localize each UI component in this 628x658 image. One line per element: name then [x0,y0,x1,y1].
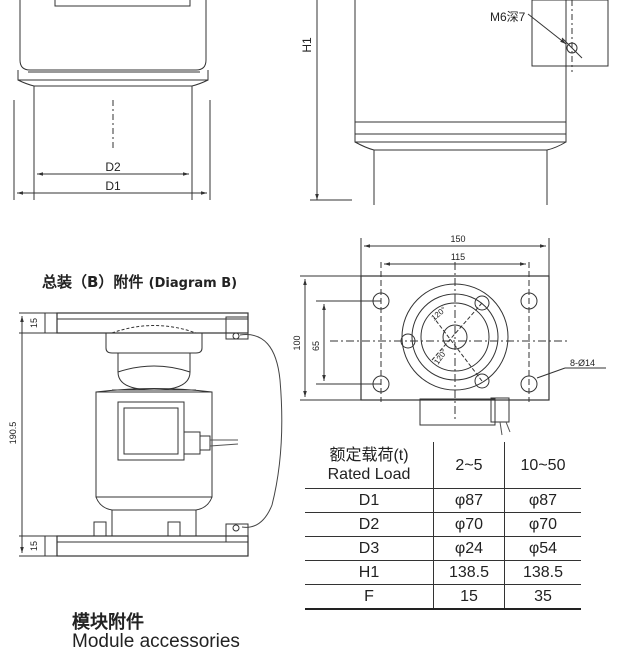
dim-15-bottom: 15 [29,541,39,551]
holes-label: 8-Ø14 [570,358,595,368]
rated-load-table: 额定载荷(t) Rated Load 2~5 10~50 D1 φ87 φ87 … [305,442,581,610]
row-label: D2 [305,512,434,537]
d2-dimension: D2 [37,160,189,176]
table-row: F 15 35 [305,584,581,610]
dim-65: 65 [311,341,321,351]
dim-190-5: 190.5 [8,422,18,445]
dim-115: 115 [451,252,465,262]
table-header-label: 额定载荷(t) Rated Load [305,442,434,489]
assembly-dimensions: 15 190.5 15 [8,312,57,557]
header-range-2: 10~50 [504,442,581,489]
table-row: D2 φ70 φ70 [305,512,581,537]
row-label: D1 [305,488,434,513]
d2-label: D2 [105,160,121,174]
table-row: H1 138.5 138.5 [305,560,581,585]
dim-100: 100 [292,335,302,350]
table-row: D1 φ87 φ87 [305,488,581,513]
h1-label: H1 [300,37,314,53]
module-accessories-title-en: Module accessories [72,631,240,652]
header-range-1: 2~5 [433,442,505,489]
row-value-2: φ87 [504,488,581,513]
row-label: F [305,584,434,610]
row-value-2: 35 [504,584,581,610]
row-value-2: 138.5 [504,560,581,585]
row-value-2: φ70 [504,512,581,537]
row-value-1: φ70 [433,512,505,537]
d1-label: D1 [105,179,121,193]
table-header-row: 额定载荷(t) Rated Load 2~5 10~50 [305,442,581,489]
angle-label-1: 120° [430,305,448,323]
row-value-2: φ54 [504,536,581,561]
table-row: D3 φ24 φ54 [305,536,581,561]
top-left-cell-view [13,0,211,200]
header-cn: 额定载荷(t) [329,447,409,464]
row-value-1: 15 [433,584,505,610]
module-accessories-title-cn: 模块附件 [72,612,144,633]
header-en: Rated Load [327,466,411,483]
thread-label: M6深7 [490,10,526,24]
plan-view: 8-Ø14 120° 120° [330,262,606,436]
plan-dimensions: 150 115 100 65 [292,234,550,401]
row-label: D3 [305,536,434,561]
row-label: H1 [305,560,434,585]
d1-dimension: D1 [17,179,207,195]
row-value-1: 138.5 [433,560,505,585]
row-value-1: φ24 [433,536,505,561]
angle-label-2: 120° [432,347,449,366]
assembly-side-view [56,312,283,557]
diagram-b-heading: 总装（B）附件 (Diagram B) [42,271,237,292]
row-value-1: φ87 [433,488,505,513]
dim-15-top: 15 [29,318,39,328]
top-right-cell-view [354,0,609,205]
h1-dimension: H1 [300,0,352,201]
dim-150: 150 [450,234,465,244]
diagram-b-heading-cn: 总装（B）附件 [42,273,144,291]
diagram-b-heading-en: (Diagram B) [148,276,238,291]
